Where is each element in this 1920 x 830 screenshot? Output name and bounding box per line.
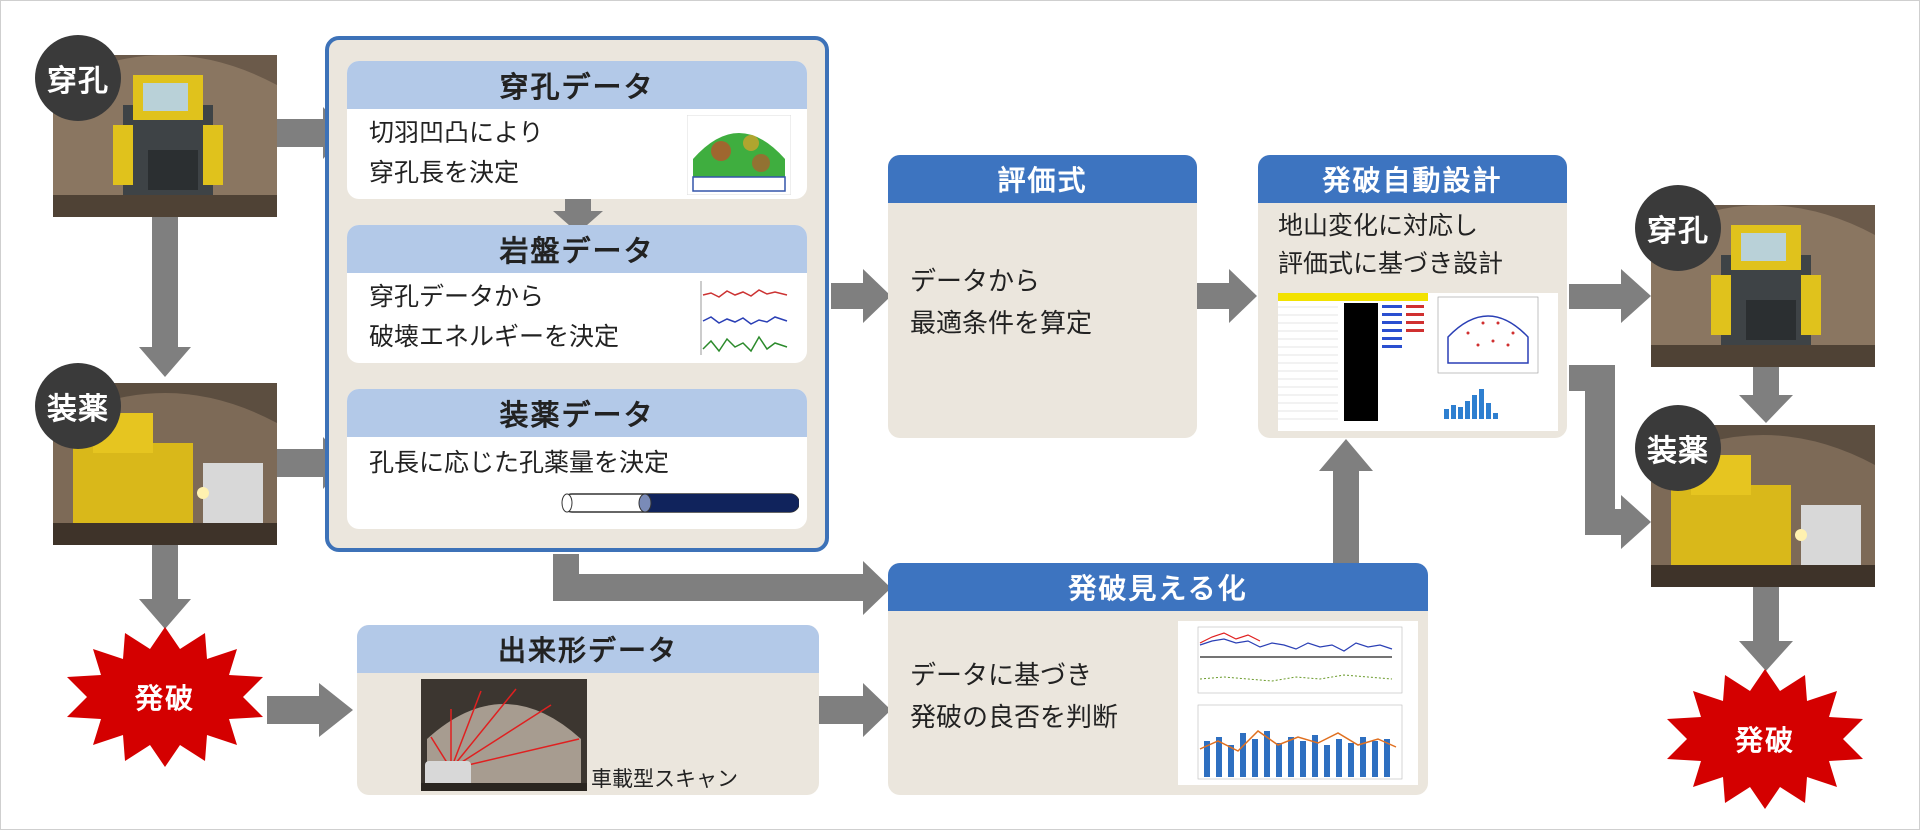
drill-data-line1: 切羽凹凸により [369,118,544,147]
arrow-drill-to-rock [553,199,603,233]
step-label-drilling-left: 穿孔 [35,35,121,121]
design-sheet-image [1278,293,1558,431]
step-label-charging-right: 装薬 [1635,405,1721,491]
arrow-design-to-charge [1569,365,1651,549]
vehicle-scan-image [421,679,587,791]
step-label-drilling-right: 穿孔 [1635,185,1721,271]
arrow-right-drill-down [1739,363,1793,423]
drill-data-title: 穿孔データ [347,61,807,109]
vehicle-scan-caption: 車載型スキャン [591,767,738,791]
blast-label-left: 発破 [134,682,195,715]
arrow-right-charge-down [1739,587,1793,671]
auto-design-line2: 評価式に基づき設計 [1278,249,1504,278]
rock-data-line2: 破壊エネルギーを決定 [369,322,620,351]
evaluation-panel: 評価式 データから 最適条件を算定 [888,155,1197,438]
auto-design-panel: 発破自動設計 地山変化に対応し 評価式に基づき設計 [1258,155,1567,438]
rock-data-card: 岩盤データ 穿孔データから 破壊エネルギーを決定 [347,225,807,363]
profile-data-panel: 出来形データ 車載型スキャン [357,625,819,795]
profile-data-title: 出来形データ [357,625,819,673]
arrow-profile-to-visual [819,683,891,737]
arrow-design-to-drill [1569,269,1651,323]
rock-data-line1: 穿孔データから [369,282,545,311]
arrow-group-to-eval [831,269,891,323]
arrow-group-to-visual [553,554,891,615]
visualization-line1: データに基づき [910,661,1093,691]
charge-data-title: 装薬データ [347,389,807,437]
charge-cartridge-icon [561,493,799,513]
rock-data-title: 岩盤データ [347,225,807,273]
arrow-eval-to-design [1197,269,1257,323]
visualization-title: 発破見える化 [888,563,1428,611]
charge-data-line1: 孔長に応じた孔薬量を決定 [369,448,670,477]
arrow-burst-to-profile [267,683,353,737]
evaluation-line1: データから [910,267,1041,297]
evaluation-line2: 最適条件を算定 [910,309,1093,339]
drill-data-line2: 穿孔長を決定 [369,158,520,187]
blast-label-right: 発破 [1734,724,1795,757]
visualization-charts-image [1178,621,1418,785]
blast-burst-right-icon [1667,669,1863,809]
auto-design-title: 発破自動設計 [1258,155,1567,203]
drill-data-card: 穿孔データ 切羽凹凸により 穿孔長を決定 [347,61,807,199]
face-relief-map-icon [687,115,791,195]
charge-data-card: 装薬データ 孔長に応じた孔薬量を決定 [347,389,807,529]
auto-design-line1: 地山変化に対応し [1278,211,1479,240]
arrow-drill-down [139,217,191,377]
step-label-charging-left: 装薬 [35,363,121,449]
rock-energy-chart-icon [697,277,793,359]
visualization-panel: 発破見える化 データに基づき 発破の良否を判断 [888,563,1428,795]
visualization-line2: 発破の良否を判断 [910,703,1119,733]
evaluation-title: 評価式 [888,155,1197,203]
arrow-charge-down [139,545,191,629]
arrow-visual-to-design [1319,439,1373,563]
blast-burst-left-icon [67,627,263,767]
